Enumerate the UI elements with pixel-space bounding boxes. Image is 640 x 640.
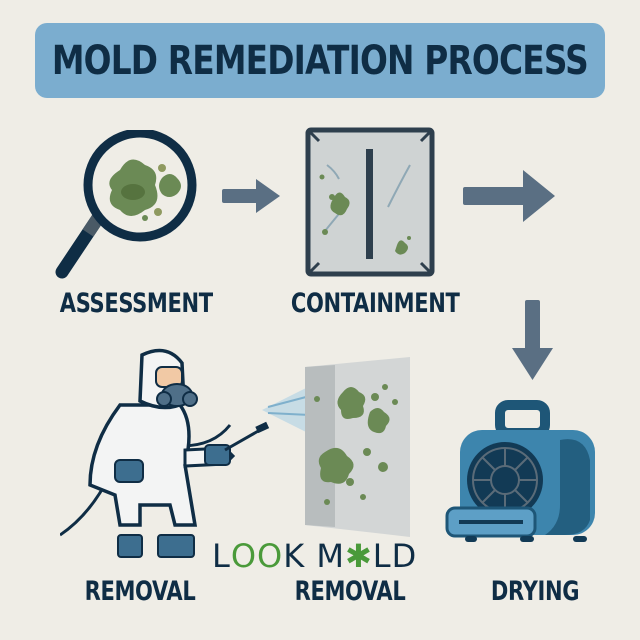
down-arrow-icon (512, 300, 553, 380)
title-banner: MOLD REMEDIATION PROCESS (35, 23, 605, 98)
spray-mist-icon (262, 385, 312, 435)
brand-o-swirl-icon: O (230, 537, 258, 575)
step-label-assessment: ASSESSMENT (59, 288, 213, 319)
page-title: MOLD REMEDIATION PROCESS (51, 37, 589, 84)
right-arrow-icon (222, 179, 280, 213)
moldy-wall-panel-icon (305, 357, 410, 537)
worker-hazmat-spraying-icon (60, 348, 270, 558)
right-arrow-icon (463, 170, 555, 222)
step-label-removal-worker: REMOVAL (84, 576, 196, 607)
magnifying-glass-mold-icon (55, 130, 197, 279)
step-label-drying: DRYING (490, 576, 580, 607)
containment-barrier-icon (305, 127, 435, 277)
step-label-removal-wall: REMOVAL (294, 576, 406, 607)
step-label-containment: CONTAINMENT (290, 288, 460, 319)
air-mover-fan-icon (445, 400, 595, 542)
brand-asterisk-icon: ✱ (344, 537, 373, 575)
brand-o-swirl-icon: O (257, 537, 284, 575)
